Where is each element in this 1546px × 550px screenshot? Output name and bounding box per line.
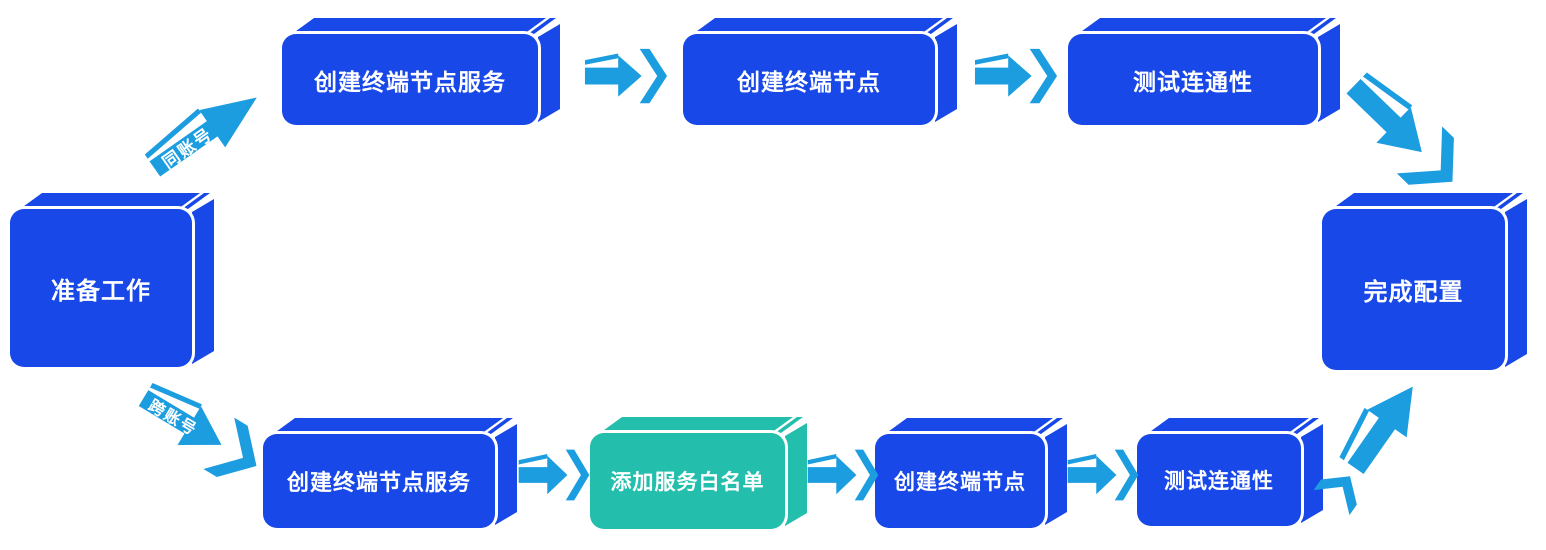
box-right-face [1505, 193, 1527, 370]
box-right-face [935, 18, 957, 125]
box-top-face [1068, 18, 1340, 34]
node-label: 准备工作 [51, 276, 151, 305]
flow-node-cross-test-connectivity: 测试连通性 [1137, 418, 1323, 526]
node-label: 完成配置 [1363, 278, 1464, 306]
flow-node-same-create-endpoint: 创建终端节点 [683, 18, 957, 125]
box-top-face [263, 418, 517, 434]
flow-node-cross-create-endpoint: 创建终端节点 [875, 418, 1067, 528]
node-label: 创建终端节点服务 [286, 471, 471, 496]
node-label: 测试连通性 [1133, 69, 1253, 96]
node-label: 创建终端节点 [894, 470, 1026, 494]
box-top-face [1322, 193, 1527, 209]
box-right-face [1301, 418, 1323, 526]
box-front-face: 测试连通性 [1137, 434, 1301, 526]
box-front-face: 创建终端节点 [683, 34, 935, 125]
flow-node-same-create-endpoint-service: 创建终端节点服务 [282, 18, 560, 125]
box-front-face: 准备工作 [10, 209, 192, 367]
flow-node-finish: 完成配置 [1322, 193, 1527, 370]
arrow-right-icon [806, 447, 880, 503]
arrow-up-right-icon [1303, 361, 1445, 522]
arrow-down-right-icon [1326, 58, 1480, 210]
node-label: 创建终端节点服务 [314, 69, 506, 96]
box-right-face [538, 18, 560, 125]
arrow-up-right-icon: 同账号 [133, 64, 286, 198]
box-top-face [282, 18, 560, 34]
box-top-face [683, 18, 957, 34]
arrow-right-icon [1066, 447, 1140, 503]
box-right-face [192, 193, 214, 367]
box-top-face [875, 418, 1067, 434]
flow-node-cross-create-endpoint-service: 创建终端节点服务 [263, 418, 517, 528]
node-label: 测试连通性 [1164, 469, 1274, 493]
node-label: 添加服务白名单 [610, 470, 765, 494]
box-top-face [1137, 418, 1323, 434]
box-front-face: 创建终端节点服务 [263, 434, 495, 528]
box-front-face: 创建终端节点 [875, 434, 1045, 528]
flow-node-same-test-connectivity: 测试连通性 [1068, 18, 1340, 125]
arrow-right-icon [973, 46, 1059, 106]
arrow-right-icon [517, 447, 591, 503]
flow-node-prepare: 准备工作 [10, 193, 214, 367]
box-front-face: 添加服务白名单 [590, 433, 785, 529]
box-right-face [785, 417, 807, 529]
box-right-face [1045, 418, 1067, 528]
arrow-right-icon [583, 46, 669, 106]
node-label: 创建终端节点 [737, 69, 881, 96]
box-front-face: 完成配置 [1322, 209, 1505, 370]
box-top-face [10, 193, 214, 209]
box-front-face: 测试连通性 [1068, 34, 1318, 125]
flow-node-cross-add-service-whitelist: 添加服务白名单 [590, 417, 807, 529]
box-top-face [590, 417, 807, 433]
box-front-face: 创建终端节点服务 [282, 34, 538, 125]
arrow-down-right-icon: 跨账号 [124, 368, 276, 496]
box-right-face [495, 418, 517, 528]
box-right-face [1318, 18, 1340, 125]
